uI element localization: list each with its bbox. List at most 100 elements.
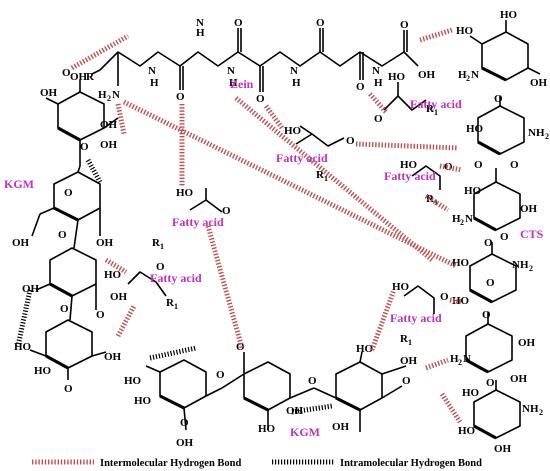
svg-text:O: O: [440, 291, 449, 303]
svg-text:N: N: [463, 353, 471, 365]
svg-text:1: 1: [434, 108, 438, 117]
svg-text:1: 1: [408, 338, 412, 347]
legend-intramolecular-label: Intramolecular Hydrogen Bond: [340, 458, 482, 469]
svg-text:OH: OH: [22, 283, 40, 295]
svg-text:O: O: [96, 309, 105, 321]
svg-text:O: O: [510, 159, 519, 171]
svg-text:O: O: [308, 375, 317, 387]
svg-text:HO: HO: [458, 425, 476, 437]
svg-text:O: O: [400, 19, 409, 31]
svg-text:H: H: [229, 77, 238, 89]
svg-text:HO: HO: [400, 159, 418, 171]
svg-text:H: H: [450, 353, 459, 365]
svg-text:R: R: [316, 169, 325, 181]
svg-text:O: O: [60, 303, 69, 315]
svg-text:N: N: [148, 65, 156, 77]
intermolecular-hbonds: [70, 27, 463, 424]
svg-text:2: 2: [539, 408, 543, 417]
svg-text:2: 2: [529, 264, 533, 273]
svg-text:N: N: [372, 65, 380, 77]
svg-text:N: N: [465, 213, 473, 225]
kgm-left-chain: OH OH OH O O OH OH OH O O O OH HO HO OH …: [12, 71, 122, 395]
svg-text:H: H: [292, 77, 301, 89]
svg-text:O: O: [180, 417, 189, 429]
svg-text:NH: NH: [528, 127, 545, 139]
svg-text:O: O: [62, 67, 71, 79]
kgm-bottom-chain: HO HO O O O O HO O OH OH HO OH OH: [124, 341, 418, 449]
svg-text:O: O: [356, 81, 365, 93]
svg-text:HO: HO: [452, 257, 470, 269]
svg-text:2: 2: [466, 74, 470, 83]
svg-text:HO: HO: [104, 269, 122, 281]
svg-text:R: R: [426, 193, 435, 205]
svg-text:R: R: [426, 103, 435, 115]
label-fatty-acid-6: Fatty acid: [390, 311, 442, 325]
svg-text:HO: HO: [466, 123, 484, 135]
label-fatty-acid-4: Fatty acid: [172, 215, 224, 229]
label-zein: Zein: [230, 77, 254, 91]
svg-text:OH: OH: [176, 437, 194, 449]
label-fatty-acid-2: Fatty acid: [276, 151, 328, 165]
svg-text:HO: HO: [176, 187, 194, 199]
svg-text:O: O: [444, 161, 453, 173]
svg-text:HO: HO: [388, 71, 406, 83]
svg-text:1: 1: [434, 198, 438, 207]
svg-text:O: O: [80, 141, 89, 153]
svg-text:O: O: [500, 231, 509, 243]
svg-text:N: N: [196, 17, 204, 29]
svg-text:N: N: [227, 65, 235, 77]
svg-text:NH: NH: [522, 403, 539, 415]
svg-text:O: O: [374, 113, 383, 125]
svg-text:O: O: [176, 91, 185, 103]
svg-text:OH: OH: [418, 69, 436, 81]
svg-text:H: H: [150, 77, 159, 89]
svg-text:HO: HO: [464, 185, 482, 197]
svg-text:O: O: [64, 383, 73, 395]
svg-text:OH: OH: [494, 443, 512, 455]
svg-text:R: R: [166, 297, 175, 309]
svg-text:OH: OH: [40, 87, 58, 99]
svg-text:O: O: [486, 377, 495, 389]
svg-text:O: O: [484, 237, 493, 249]
svg-text:HO: HO: [356, 343, 374, 355]
svg-text:O: O: [316, 17, 325, 29]
svg-text:O: O: [58, 229, 67, 241]
svg-text:HO: HO: [258, 423, 276, 435]
legend: Intermolecular Hydrogen Bond Intramolecu…: [32, 458, 482, 469]
svg-text:R: R: [86, 71, 95, 83]
legend-intermolecular-label: Intermolecular Hydrogen Bond: [100, 458, 242, 469]
svg-text:OH: OH: [332, 421, 350, 433]
svg-text:O: O: [486, 277, 495, 289]
svg-text:H: H: [452, 213, 461, 225]
svg-text:OH: OH: [510, 373, 528, 385]
svg-text:O: O: [64, 187, 73, 199]
svg-text:HO: HO: [124, 375, 142, 387]
svg-text:R: R: [400, 333, 409, 345]
svg-text:OH: OH: [520, 203, 538, 215]
label-cts: CTS: [520, 227, 544, 241]
svg-text:O: O: [216, 369, 225, 381]
svg-text:N: N: [290, 65, 298, 77]
svg-text:1: 1: [174, 302, 178, 311]
svg-text:2: 2: [107, 94, 111, 103]
label-fatty-acid-5: Fatty acid: [150, 271, 202, 285]
svg-text:N: N: [112, 89, 120, 101]
svg-text:OH: OH: [12, 237, 30, 249]
svg-text:2: 2: [460, 218, 464, 227]
svg-text:HO: HO: [462, 387, 480, 399]
svg-text:OH: OH: [70, 71, 88, 83]
label-kgm-bottom: KGM: [290, 425, 320, 439]
svg-text:HO: HO: [34, 365, 52, 377]
label-fatty-acid-3: Fatty acid: [384, 169, 436, 183]
svg-text:H: H: [458, 69, 467, 81]
svg-text:O: O: [482, 309, 491, 321]
svg-text:OH: OH: [100, 139, 118, 151]
svg-text:OH: OH: [518, 337, 536, 349]
svg-text:HO: HO: [456, 25, 474, 37]
svg-text:2: 2: [545, 132, 549, 141]
